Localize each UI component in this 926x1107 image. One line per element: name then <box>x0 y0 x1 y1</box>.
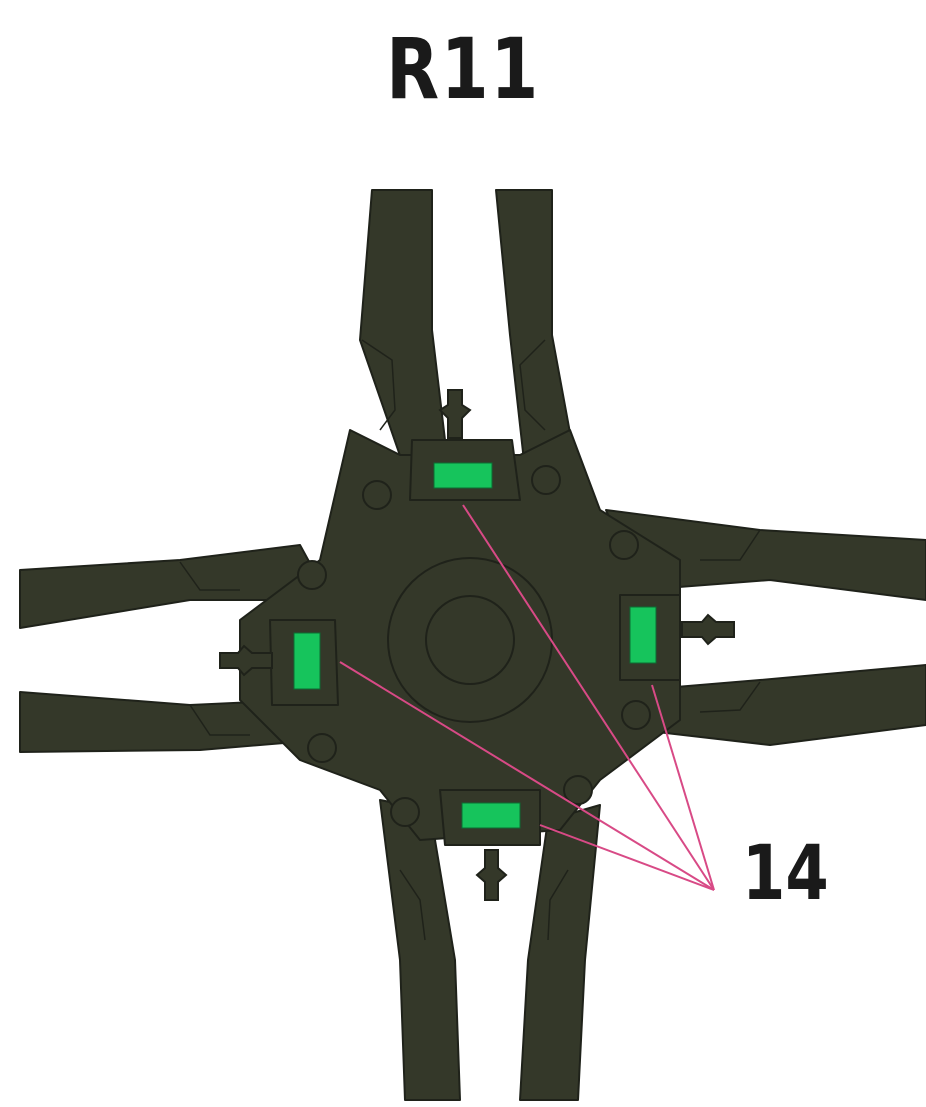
leg-detail-bottom-left <box>399 869 426 941</box>
bolt-left-upper <box>297 560 327 590</box>
leg-detail-left-lower <box>189 704 250 736</box>
leader-line-left <box>339 661 715 891</box>
callout-number: 14 <box>742 828 829 917</box>
bolt-right-upper <box>609 530 639 560</box>
leg-detail-top-right <box>519 339 546 431</box>
bolt-bottom-left <box>390 797 420 827</box>
leader-line-top <box>462 504 715 891</box>
peg-top <box>438 389 472 439</box>
step-title: R11 <box>386 20 540 118</box>
highlight-part-bottom <box>461 802 521 829</box>
highlight-part-right <box>629 606 657 664</box>
leader-line-right <box>651 684 715 891</box>
peg-left <box>219 644 273 677</box>
leg-top-right <box>495 189 576 471</box>
hub-ring-inner <box>425 595 515 685</box>
bolt-top-left <box>362 480 392 510</box>
leg-bottom-right <box>519 804 601 1101</box>
leg-top-left <box>359 189 446 471</box>
leg-detail-top-left <box>361 339 396 431</box>
leg-detail-right <box>700 529 761 561</box>
bolt-top-right <box>531 465 561 495</box>
leader-line-bottom <box>539 824 715 891</box>
leg-detail-right-lower <box>699 681 761 713</box>
peg-bottom <box>475 849 508 901</box>
leg-detail-bottom-right <box>547 869 569 941</box>
bolt-right-lower <box>621 700 651 730</box>
leg-right-lower <box>639 664 926 746</box>
leg-detail-left <box>179 561 240 591</box>
highlight-part-left <box>293 632 321 690</box>
bolt-left-lower <box>307 733 337 763</box>
peg-right <box>681 613 735 646</box>
highlight-part-top <box>433 462 493 489</box>
bolt-bottom-right <box>563 775 593 805</box>
